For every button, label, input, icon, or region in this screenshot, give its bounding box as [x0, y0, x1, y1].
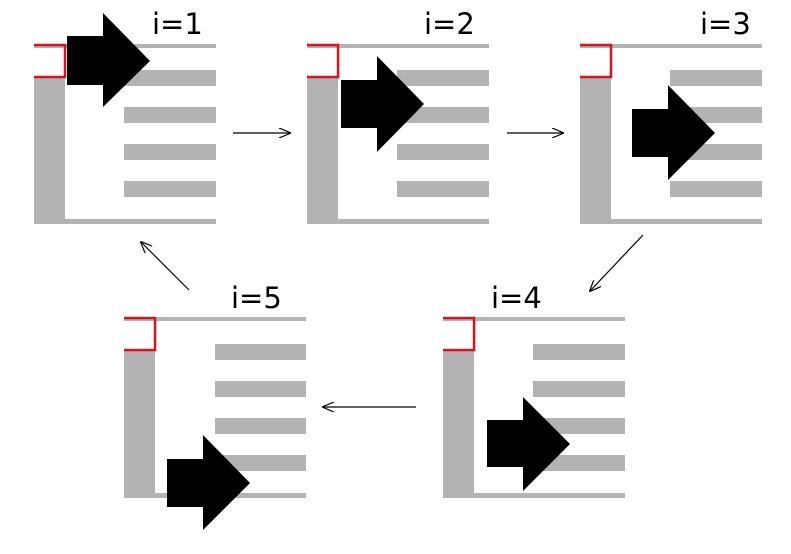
red-bracket: [124, 316, 157, 352]
right-block-arrow-icon: [167, 435, 250, 530]
stripe-stack: [215, 344, 306, 471]
panel-i4: i=4: [443, 281, 625, 498]
left-column: [580, 78, 611, 224]
left-column: [307, 78, 338, 224]
right-block-arrow-icon: [632, 85, 715, 180]
panel-i3: i=3: [580, 7, 762, 224]
left-column: [34, 78, 65, 224]
panel-i1: i=1: [34, 7, 216, 224]
panel-i5: i=5: [124, 281, 306, 530]
red-bracket: [34, 43, 67, 79]
bottom-bar: [338, 219, 489, 224]
left-column: [124, 351, 155, 498]
red-bracket: [580, 43, 613, 79]
right-block-arrow-icon: [341, 56, 424, 152]
flow-arrow-5-to-1: [141, 242, 190, 291]
bottom-bar: [611, 219, 762, 224]
panel-label: i=4: [491, 281, 542, 315]
panel-label: i=2: [424, 7, 475, 41]
right-block-arrow-icon: [487, 397, 570, 491]
panel-label: i=5: [231, 281, 282, 315]
red-bracket: [307, 43, 340, 79]
left-column: [443, 351, 474, 498]
right-block-arrow-icon: [67, 13, 150, 107]
flow-arrow-3-to-4: [590, 234, 644, 291]
top-bar: [580, 44, 762, 48]
top-bar: [307, 44, 489, 48]
stripe-stack: [533, 344, 625, 471]
panel-label: i=1: [152, 7, 203, 41]
red-bracket: [443, 316, 476, 352]
panel-i2: i=2: [307, 7, 489, 224]
panel-label: i=3: [700, 7, 751, 41]
stripe-stack: [670, 70, 762, 197]
bottom-bar: [474, 493, 625, 498]
top-bar: [124, 317, 306, 321]
stripe-stack: [124, 70, 216, 197]
bottom-bar: [65, 219, 216, 224]
top-bar: [443, 317, 625, 321]
stripe-stack: [397, 70, 489, 197]
